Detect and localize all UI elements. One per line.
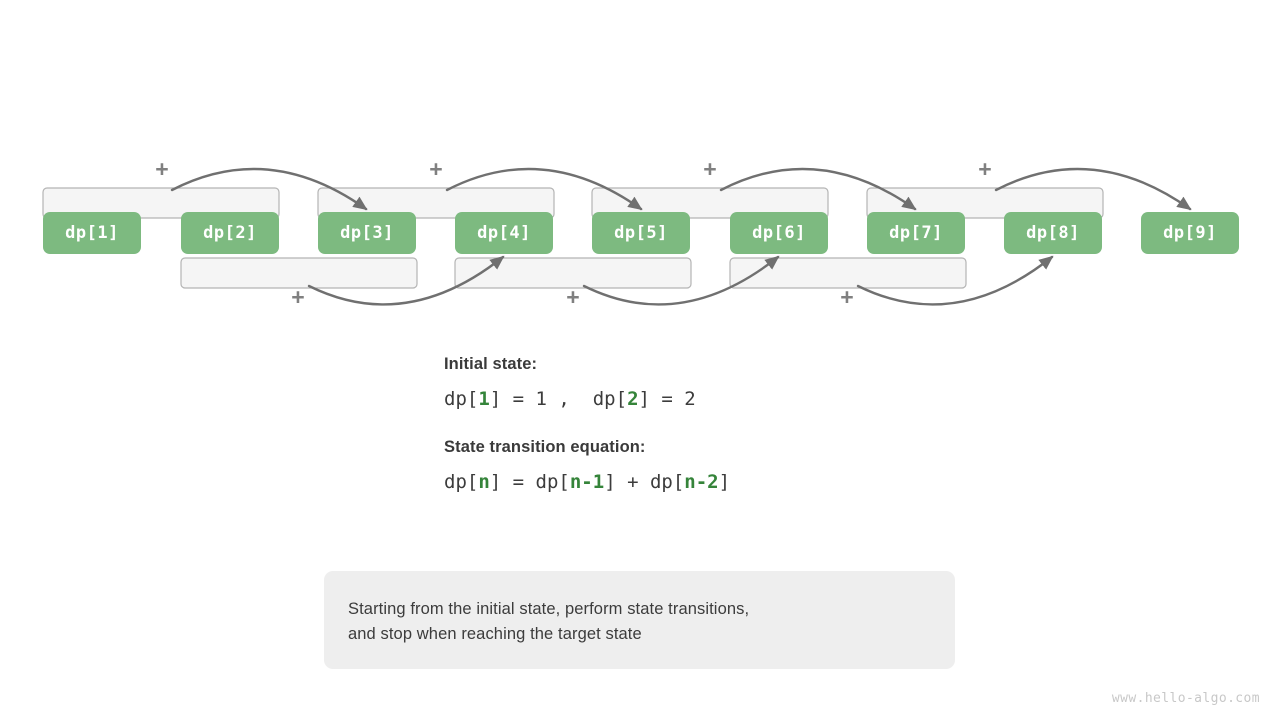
dp-cell-4: dp[4] — [455, 212, 553, 254]
top-plus-sign: + — [703, 156, 717, 182]
note-line-2: and stop when reaching the target state — [348, 625, 642, 643]
bracket-group — [42, 187, 1104, 289]
note-box: Starting from the initial state, perform… — [324, 571, 955, 669]
dp-cell-9: dp[9] — [1141, 212, 1239, 254]
top-bracket — [866, 187, 1104, 219]
formula-index: n — [478, 471, 490, 493]
transition-heading: State transition equation: — [444, 438, 646, 456]
dp-cell-1: dp[1] — [43, 212, 141, 254]
initial-state-heading: Initial state: — [444, 355, 538, 373]
top-bracket — [42, 187, 280, 219]
top-transition-arrow — [170, 167, 368, 211]
dp-cell-7: dp[7] — [867, 212, 965, 254]
top-bracket — [591, 187, 829, 219]
formula-index: 1 — [478, 388, 490, 410]
bottom-plus-sign: + — [840, 284, 854, 310]
formula-text: ] = 2 — [638, 388, 696, 410]
dp-cell-8: dp[8] — [1004, 212, 1102, 254]
bottom-bracket — [180, 257, 418, 289]
top-plus-sign: + — [978, 156, 992, 182]
initial-state-formula: dp[1] = 1 , dp[2] = 2 — [444, 388, 1004, 410]
formula-index: 2 — [627, 388, 639, 410]
top-bracket — [317, 187, 555, 219]
dp-cell-3: dp[3] — [318, 212, 416, 254]
top-transition-arrow — [994, 167, 1192, 211]
top-transition-arrow — [719, 167, 917, 211]
formula-text: ] + dp[ — [604, 471, 685, 493]
bottom-transition-arrow — [582, 255, 780, 306]
bottom-plus-sign: + — [291, 284, 305, 310]
dp-diagram: dp[1] dp[2] dp[3] dp[4] dp[5] dp[6] dp[7] dp[8]… — [0, 0, 1280, 340]
formula-text: dp[ — [444, 388, 479, 410]
formula-text: ] — [718, 471, 731, 493]
top-transition-arrow — [445, 167, 643, 211]
dp-cell-6: dp[6] — [730, 212, 828, 254]
bottom-plus-sign: + — [566, 284, 580, 310]
bottom-transition-arrow — [307, 255, 505, 306]
formula-text: ] = dp[ — [489, 471, 570, 493]
diagram-canvas — [42, 167, 1192, 306]
note-line-1: Starting from the initial state, perform… — [348, 600, 750, 618]
formula-text: dp[ — [444, 471, 479, 493]
explanation-block: Initial state: dp[1] = 1 , dp[2] = 2 Sta… — [444, 355, 1004, 521]
dp-cell-2: dp[2] — [181, 212, 279, 254]
watermark: www.hello-algo.com — [1111, 691, 1260, 706]
dp-cell-5: dp[5] — [592, 212, 690, 254]
top-plus-sign: + — [429, 156, 443, 182]
arrow-group — [170, 167, 1192, 306]
formula-index: n-1 — [569, 471, 605, 493]
formula-text: ] = 1 , dp[ — [489, 388, 628, 410]
bottom-transition-arrow — [856, 255, 1054, 306]
formula-index: n-2 — [684, 471, 719, 493]
bottom-bracket — [454, 257, 692, 289]
bottom-bracket — [729, 257, 967, 289]
top-plus-sign: + — [155, 156, 169, 182]
transition-formula: dp[n] = dp[n-1] + dp[n-2] — [444, 471, 1004, 493]
